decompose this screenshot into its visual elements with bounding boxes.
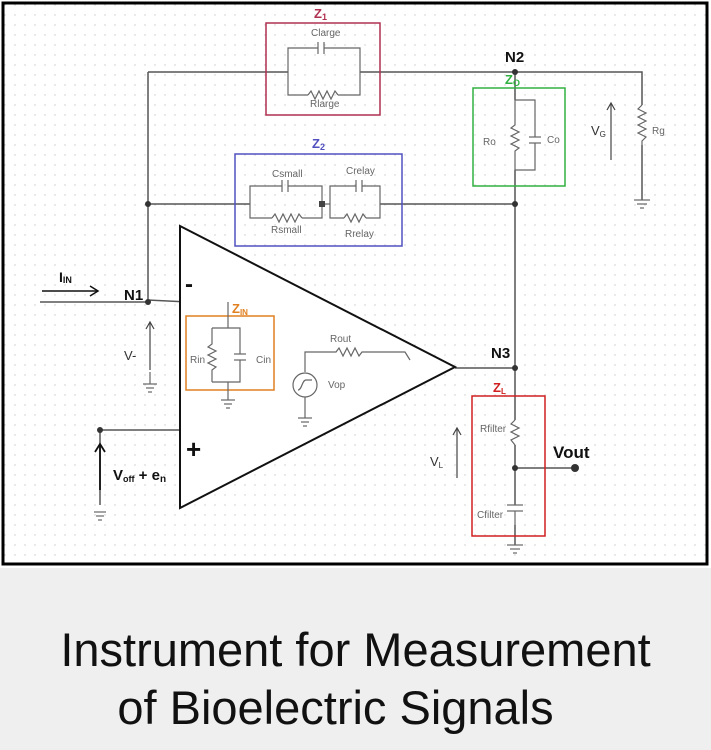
z2-box <box>234 153 403 247</box>
vminus-indicator: V- <box>124 320 157 393</box>
voff-label: Voff + en <box>113 467 166 485</box>
vop-icon <box>292 372 318 398</box>
crelay-label: Crelay <box>346 166 375 177</box>
vout-label: Vout <box>553 443 590 462</box>
zo-impedance: ZO Ro Co <box>472 72 566 187</box>
vminus-label: V- <box>124 348 136 363</box>
vl-indicator: VL <box>430 426 462 478</box>
zo-box <box>472 87 566 187</box>
zl-box <box>471 395 546 537</box>
node-n2-label: N2 <box>505 49 524 66</box>
voff-indicator: Voff + en <box>94 442 166 521</box>
vout-terminal <box>571 464 579 472</box>
vg-indicator: VG <box>591 101 616 160</box>
cfilter-label: Cfilter <box>477 510 504 521</box>
frame-border <box>1 1 709 566</box>
caption-line-2: of Bioelectric Signals <box>117 681 554 734</box>
zin-box <box>185 315 275 391</box>
iin-label: IIN <box>59 269 72 285</box>
zl-impedance: ZL Rfilter Cfilter <box>471 380 546 554</box>
iin-indicator: IIN <box>42 269 100 297</box>
z1-box <box>265 22 381 116</box>
rout-resistor: Rout <box>304 334 411 372</box>
caption: Instrument for Measurement of Bioelectri… <box>0 568 711 750</box>
z2-label: Z2 <box>312 136 325 152</box>
z2-impedance: Z2 Csmall Rsmall Crelay Rrelay <box>234 136 403 247</box>
cin-label: Cin <box>256 355 271 366</box>
rg-label: Rg <box>652 126 665 137</box>
noninverting-input-sign: + <box>186 434 201 464</box>
co-label: Co <box>547 135 560 146</box>
clarge-label: Clarge <box>311 28 341 39</box>
rin-label: Rin <box>190 355 205 366</box>
inverting-input-sign: - <box>185 271 193 298</box>
circuit-schematic: - + Z1 Clarge Rlarge Z2 Csmall Rsmall Cr… <box>1 1 709 566</box>
node-n1-label: N1 <box>124 287 143 304</box>
junction-dots <box>97 69 579 472</box>
zo-label: ZO <box>505 72 520 88</box>
csmall-label: Csmall <box>272 169 303 180</box>
zl-label: ZL <box>493 380 506 396</box>
rlarge-label: Rlarge <box>310 99 340 110</box>
zin-label: ZIN <box>232 301 248 317</box>
rfilter-label: Rfilter <box>480 424 507 435</box>
node-n3-label: N3 <box>491 345 510 362</box>
rrelay-label: Rrelay <box>345 229 374 240</box>
vop-label: Vop <box>328 380 346 391</box>
ro-label: Ro <box>483 137 496 148</box>
rg-resistor: Rg <box>634 104 665 209</box>
z1-impedance: Z1 Clarge Rlarge <box>265 6 381 116</box>
rsmall-label: Rsmall <box>271 225 302 236</box>
vl-label: VL <box>430 454 444 470</box>
z1-label: Z1 <box>314 6 327 22</box>
vg-label: VG <box>591 123 606 139</box>
caption-line-1: Instrument for Measurement <box>60 623 651 676</box>
vop-source: Vop <box>292 372 346 427</box>
zin-impedance: ZIN Rin Cin <box>185 301 275 409</box>
schematic-frame: - + Z1 Clarge Rlarge Z2 Csmall Rsmall Cr… <box>0 0 711 568</box>
opamp-triangle <box>179 224 458 510</box>
rout-label: Rout <box>330 334 351 345</box>
